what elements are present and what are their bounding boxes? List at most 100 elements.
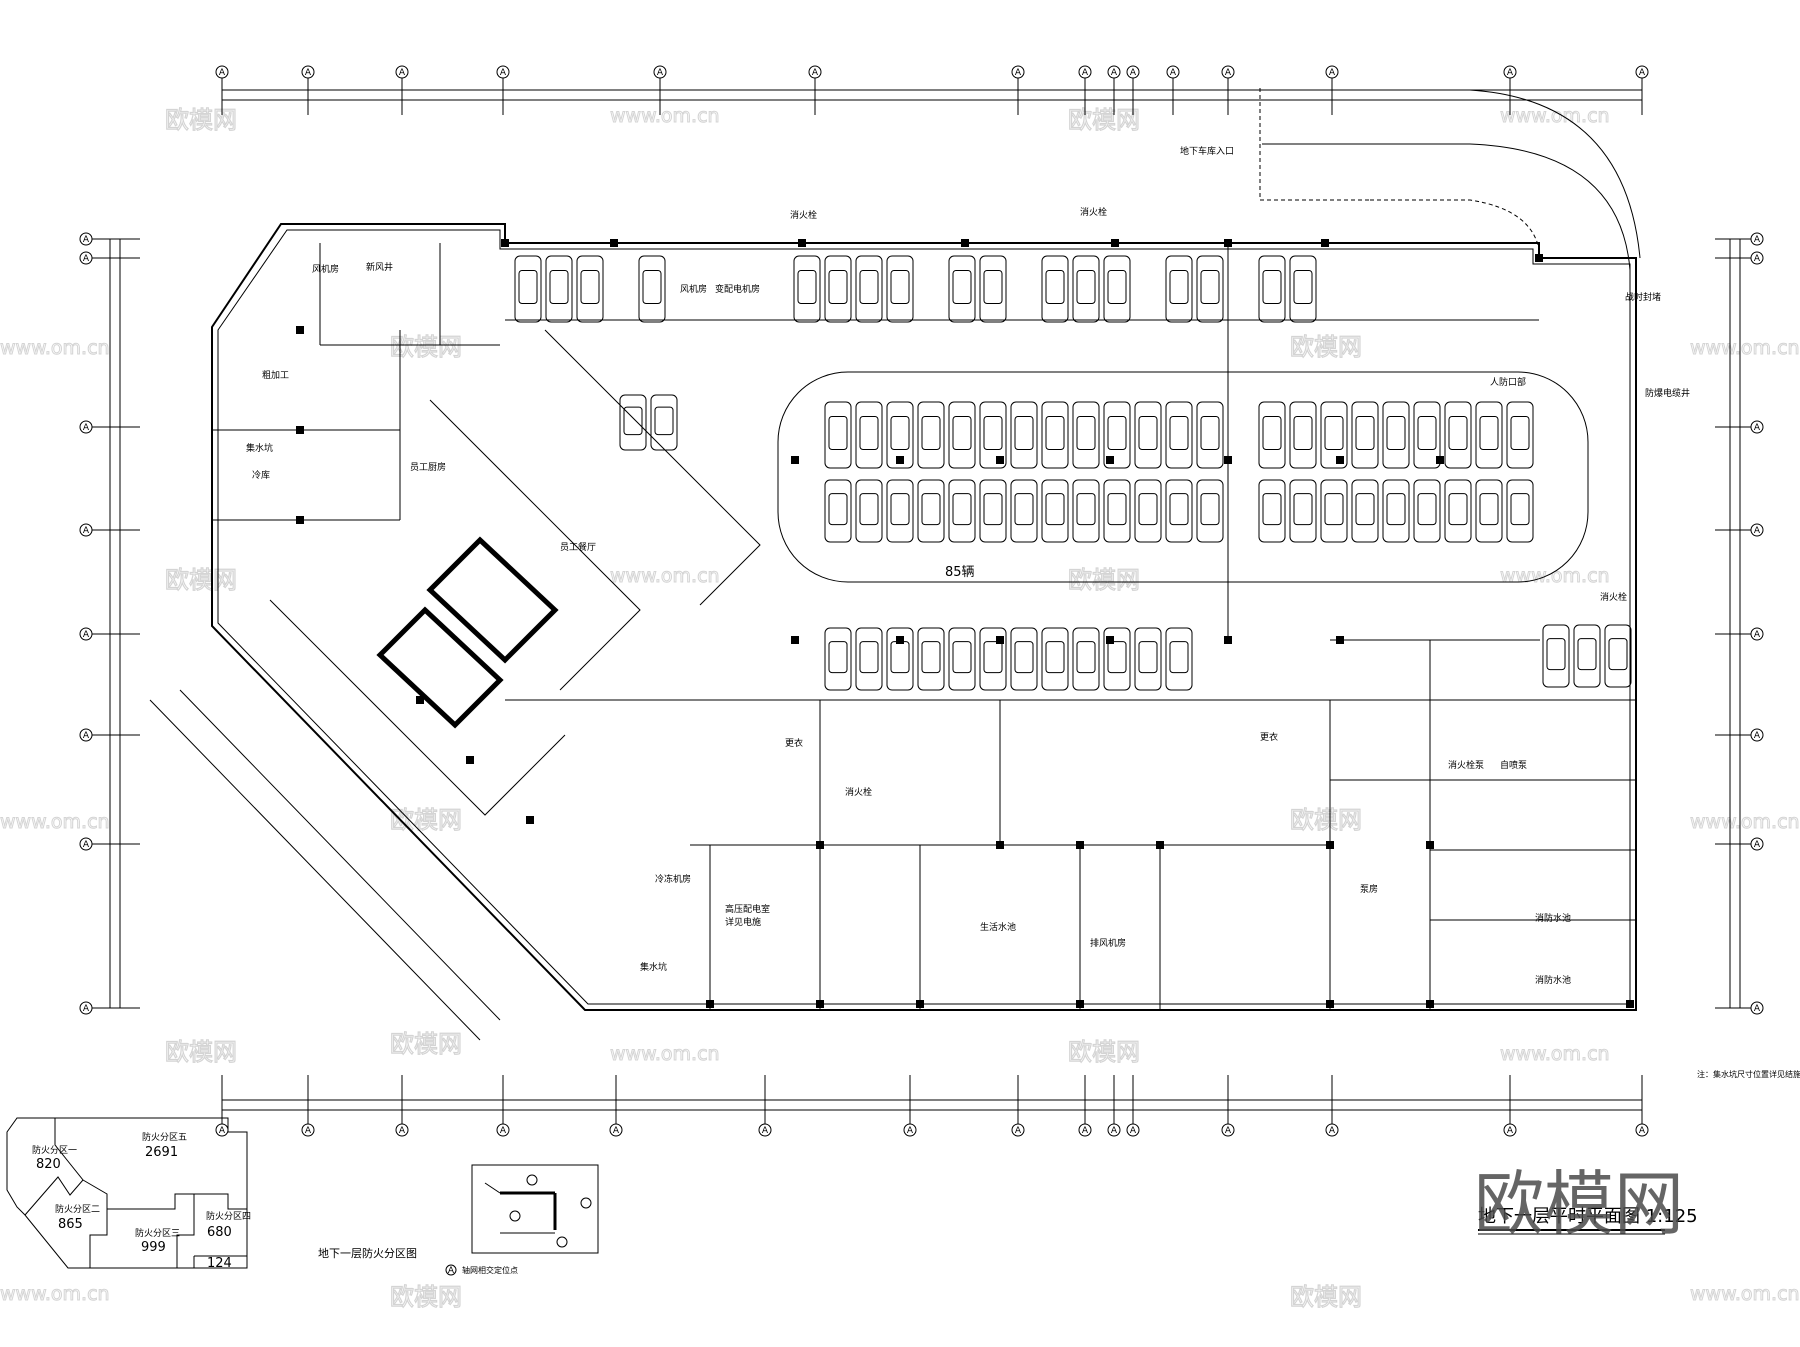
axis-bubble-bottom: A xyxy=(1221,1123,1235,1137)
watermark-brand: 欧模网 xyxy=(1290,806,1362,834)
parked-car xyxy=(1041,627,1069,691)
parked-car xyxy=(979,479,1007,543)
fire-zone-title: 地下一层防火分区图 xyxy=(318,1246,417,1260)
label-transformer-room: 变配电机房 xyxy=(715,283,760,295)
parked-car xyxy=(576,255,604,323)
parked-car xyxy=(1258,479,1286,543)
axis-bubble-top: A xyxy=(1107,65,1121,79)
parked-car xyxy=(1382,401,1410,469)
svg-text:A: A xyxy=(219,68,226,78)
axis-bubble-bottom: A xyxy=(758,1123,772,1137)
axis-bubble-top: A xyxy=(808,65,822,79)
axis-bubble-left: A xyxy=(79,837,93,851)
watermark-url: www.om.cn xyxy=(0,337,110,359)
label-parking-count: 85辆 xyxy=(945,565,975,580)
parked-car xyxy=(855,479,883,543)
column xyxy=(466,756,474,764)
parked-car xyxy=(917,627,945,691)
watermark-url: www.om.cn xyxy=(610,105,720,127)
parked-car xyxy=(650,394,678,451)
parked-car xyxy=(1103,627,1131,691)
parked-car xyxy=(1413,401,1441,469)
label-sump-2: 集水坑 xyxy=(640,961,667,973)
svg-text:A: A xyxy=(1507,1126,1514,1136)
label-pump-room: 泵房 xyxy=(1360,883,1378,895)
watermark-brand: 欧模网 xyxy=(390,1030,462,1058)
axis-bubble-right: A xyxy=(1750,523,1764,537)
axis-bubble-bottom: A xyxy=(1078,1123,1092,1137)
parked-car xyxy=(1320,479,1348,543)
parked-car xyxy=(824,255,852,323)
svg-text:A: A xyxy=(1754,254,1761,264)
parked-car xyxy=(1573,624,1601,688)
svg-text:A: A xyxy=(83,630,90,640)
svg-text:A: A xyxy=(1754,526,1761,536)
axis-bubble-right: A xyxy=(1750,627,1764,641)
column xyxy=(416,696,424,704)
watermark-brand: 欧模网 xyxy=(390,1283,462,1311)
parked-car xyxy=(1103,479,1131,543)
svg-text:A: A xyxy=(907,1126,914,1136)
column xyxy=(798,239,806,247)
parked-car xyxy=(1289,479,1317,543)
parked-car xyxy=(886,401,914,469)
svg-text:A: A xyxy=(1015,68,1022,78)
watermark-url: www.om.cn xyxy=(1500,565,1610,587)
label-exhaust-room: 排风机房 xyxy=(1090,937,1126,949)
svg-text:A: A xyxy=(1754,630,1761,640)
column xyxy=(996,456,1004,464)
label-fan-room: 风机房 xyxy=(312,263,339,275)
label-garage-entrance: 地下车库入口 xyxy=(1180,145,1234,157)
axis-bubble-right: A xyxy=(1750,420,1764,434)
parked-car xyxy=(1258,255,1286,323)
parked-car xyxy=(1444,479,1472,543)
extra-area: 124 xyxy=(207,1256,232,1271)
parked-car xyxy=(1351,401,1379,469)
watermark-brand: 欧模网 xyxy=(390,333,462,361)
column xyxy=(1106,636,1114,644)
svg-text:A: A xyxy=(1082,68,1089,78)
axis-bubble-bottom: A xyxy=(1635,1123,1649,1137)
brand-watermark: 欧模网 xyxy=(1474,1163,1684,1245)
svg-text:A: A xyxy=(83,526,90,536)
watermark-brand: 欧模网 xyxy=(1068,1038,1140,1066)
svg-text:A: A xyxy=(1507,68,1514,78)
parked-car xyxy=(855,401,883,469)
parked-car xyxy=(1413,479,1441,543)
column xyxy=(1076,1000,1084,1008)
axis-bubble-bottom: A xyxy=(395,1123,409,1137)
axis-bubble-top: A xyxy=(395,65,409,79)
parked-car xyxy=(619,394,647,451)
parked-car xyxy=(793,255,821,323)
drawing-note: 注：集水坑尺寸位置详见结施。 xyxy=(1697,1069,1800,1079)
top-dimension-lines xyxy=(109,89,1741,1111)
parked-car xyxy=(1351,479,1379,543)
zone-2-area: 865 xyxy=(58,1217,83,1232)
column xyxy=(1326,1000,1334,1008)
axis-bubble-bottom: A xyxy=(496,1123,510,1137)
watermark-url: www.om.cn xyxy=(1500,1043,1610,1065)
axis-bubble-bottom: A xyxy=(1126,1123,1140,1137)
label-hydrant: 消火栓 xyxy=(790,209,817,221)
parked-car xyxy=(948,401,976,469)
axis-bubble-top: A xyxy=(1011,65,1025,79)
svg-text:A: A xyxy=(83,235,90,245)
parked-car xyxy=(1506,401,1534,469)
axis-bubble-bottom: A xyxy=(1011,1123,1025,1137)
axis-bubble-right: A xyxy=(1750,837,1764,851)
axis-bubble-left: A xyxy=(79,728,93,742)
watermark-url: www.om.cn xyxy=(610,565,720,587)
axis-bubble-bottom: A xyxy=(1503,1123,1517,1137)
column xyxy=(916,1000,924,1008)
column xyxy=(996,636,1004,644)
label-fan-room-2: 风机房 xyxy=(680,283,707,295)
watermark-brand: 欧模网 xyxy=(165,1038,237,1066)
label-hydrant-4: 消火栓 xyxy=(845,786,872,798)
axis-bubble-right: A xyxy=(1750,1001,1764,1015)
parked-car xyxy=(1196,255,1224,323)
label-sump: 集水坑 xyxy=(246,442,273,454)
parked-car xyxy=(1041,479,1069,543)
parked-car xyxy=(1475,479,1503,543)
axis-bubble-top: A xyxy=(1166,65,1180,79)
label-civil-defense-entry: 人防口部 xyxy=(1490,376,1526,388)
